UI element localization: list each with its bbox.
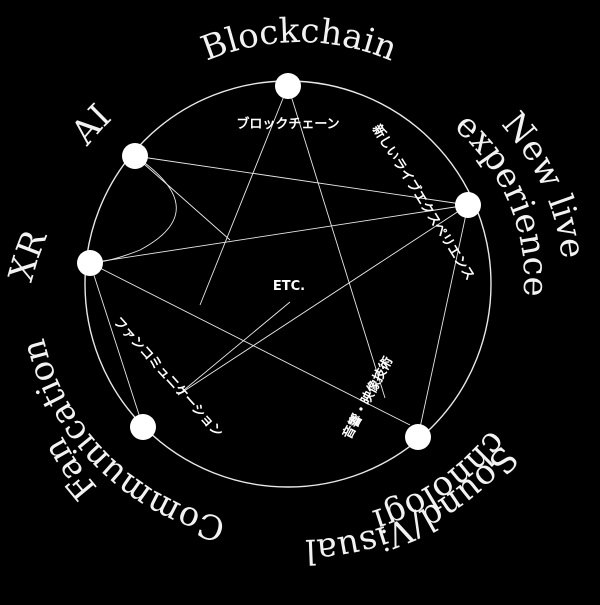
center-label: ETC. (273, 279, 305, 294)
node-ai (122, 143, 148, 169)
label-blockchain-en: Blockchain (196, 11, 403, 69)
link-newlive-fan (177, 204, 469, 396)
node-xr (77, 250, 103, 276)
link-ai-newlive (134, 155, 469, 206)
node-new-live-experience (455, 192, 481, 218)
node-fan-communication (130, 414, 156, 440)
link-blockchain-sound (287, 85, 386, 399)
link-ai-center (134, 155, 231, 241)
node-sound-visual (405, 424, 431, 450)
label-sound-jp: 音響・映像技術 (339, 354, 396, 442)
label-fan-en-line2: Communication (13, 335, 229, 549)
link-xr-fan (89, 262, 144, 428)
connection-lines (89, 85, 469, 438)
link-ai-xr-curve (89, 155, 177, 264)
label-blockchain-jp: ブロックチェーン (236, 116, 339, 132)
label-sound-en-line2: Sound/Visual (304, 438, 525, 571)
label-xr-en: XR (1, 224, 55, 286)
label-ai-en: AI (63, 97, 119, 154)
link-blockchain-down (199, 85, 289, 306)
link-xr-sound (89, 262, 411, 426)
link-newlive-sound (417, 204, 469, 438)
link-xr-newlive (89, 204, 469, 264)
node-blockchain (275, 73, 301, 99)
link-center-fan (177, 301, 291, 396)
